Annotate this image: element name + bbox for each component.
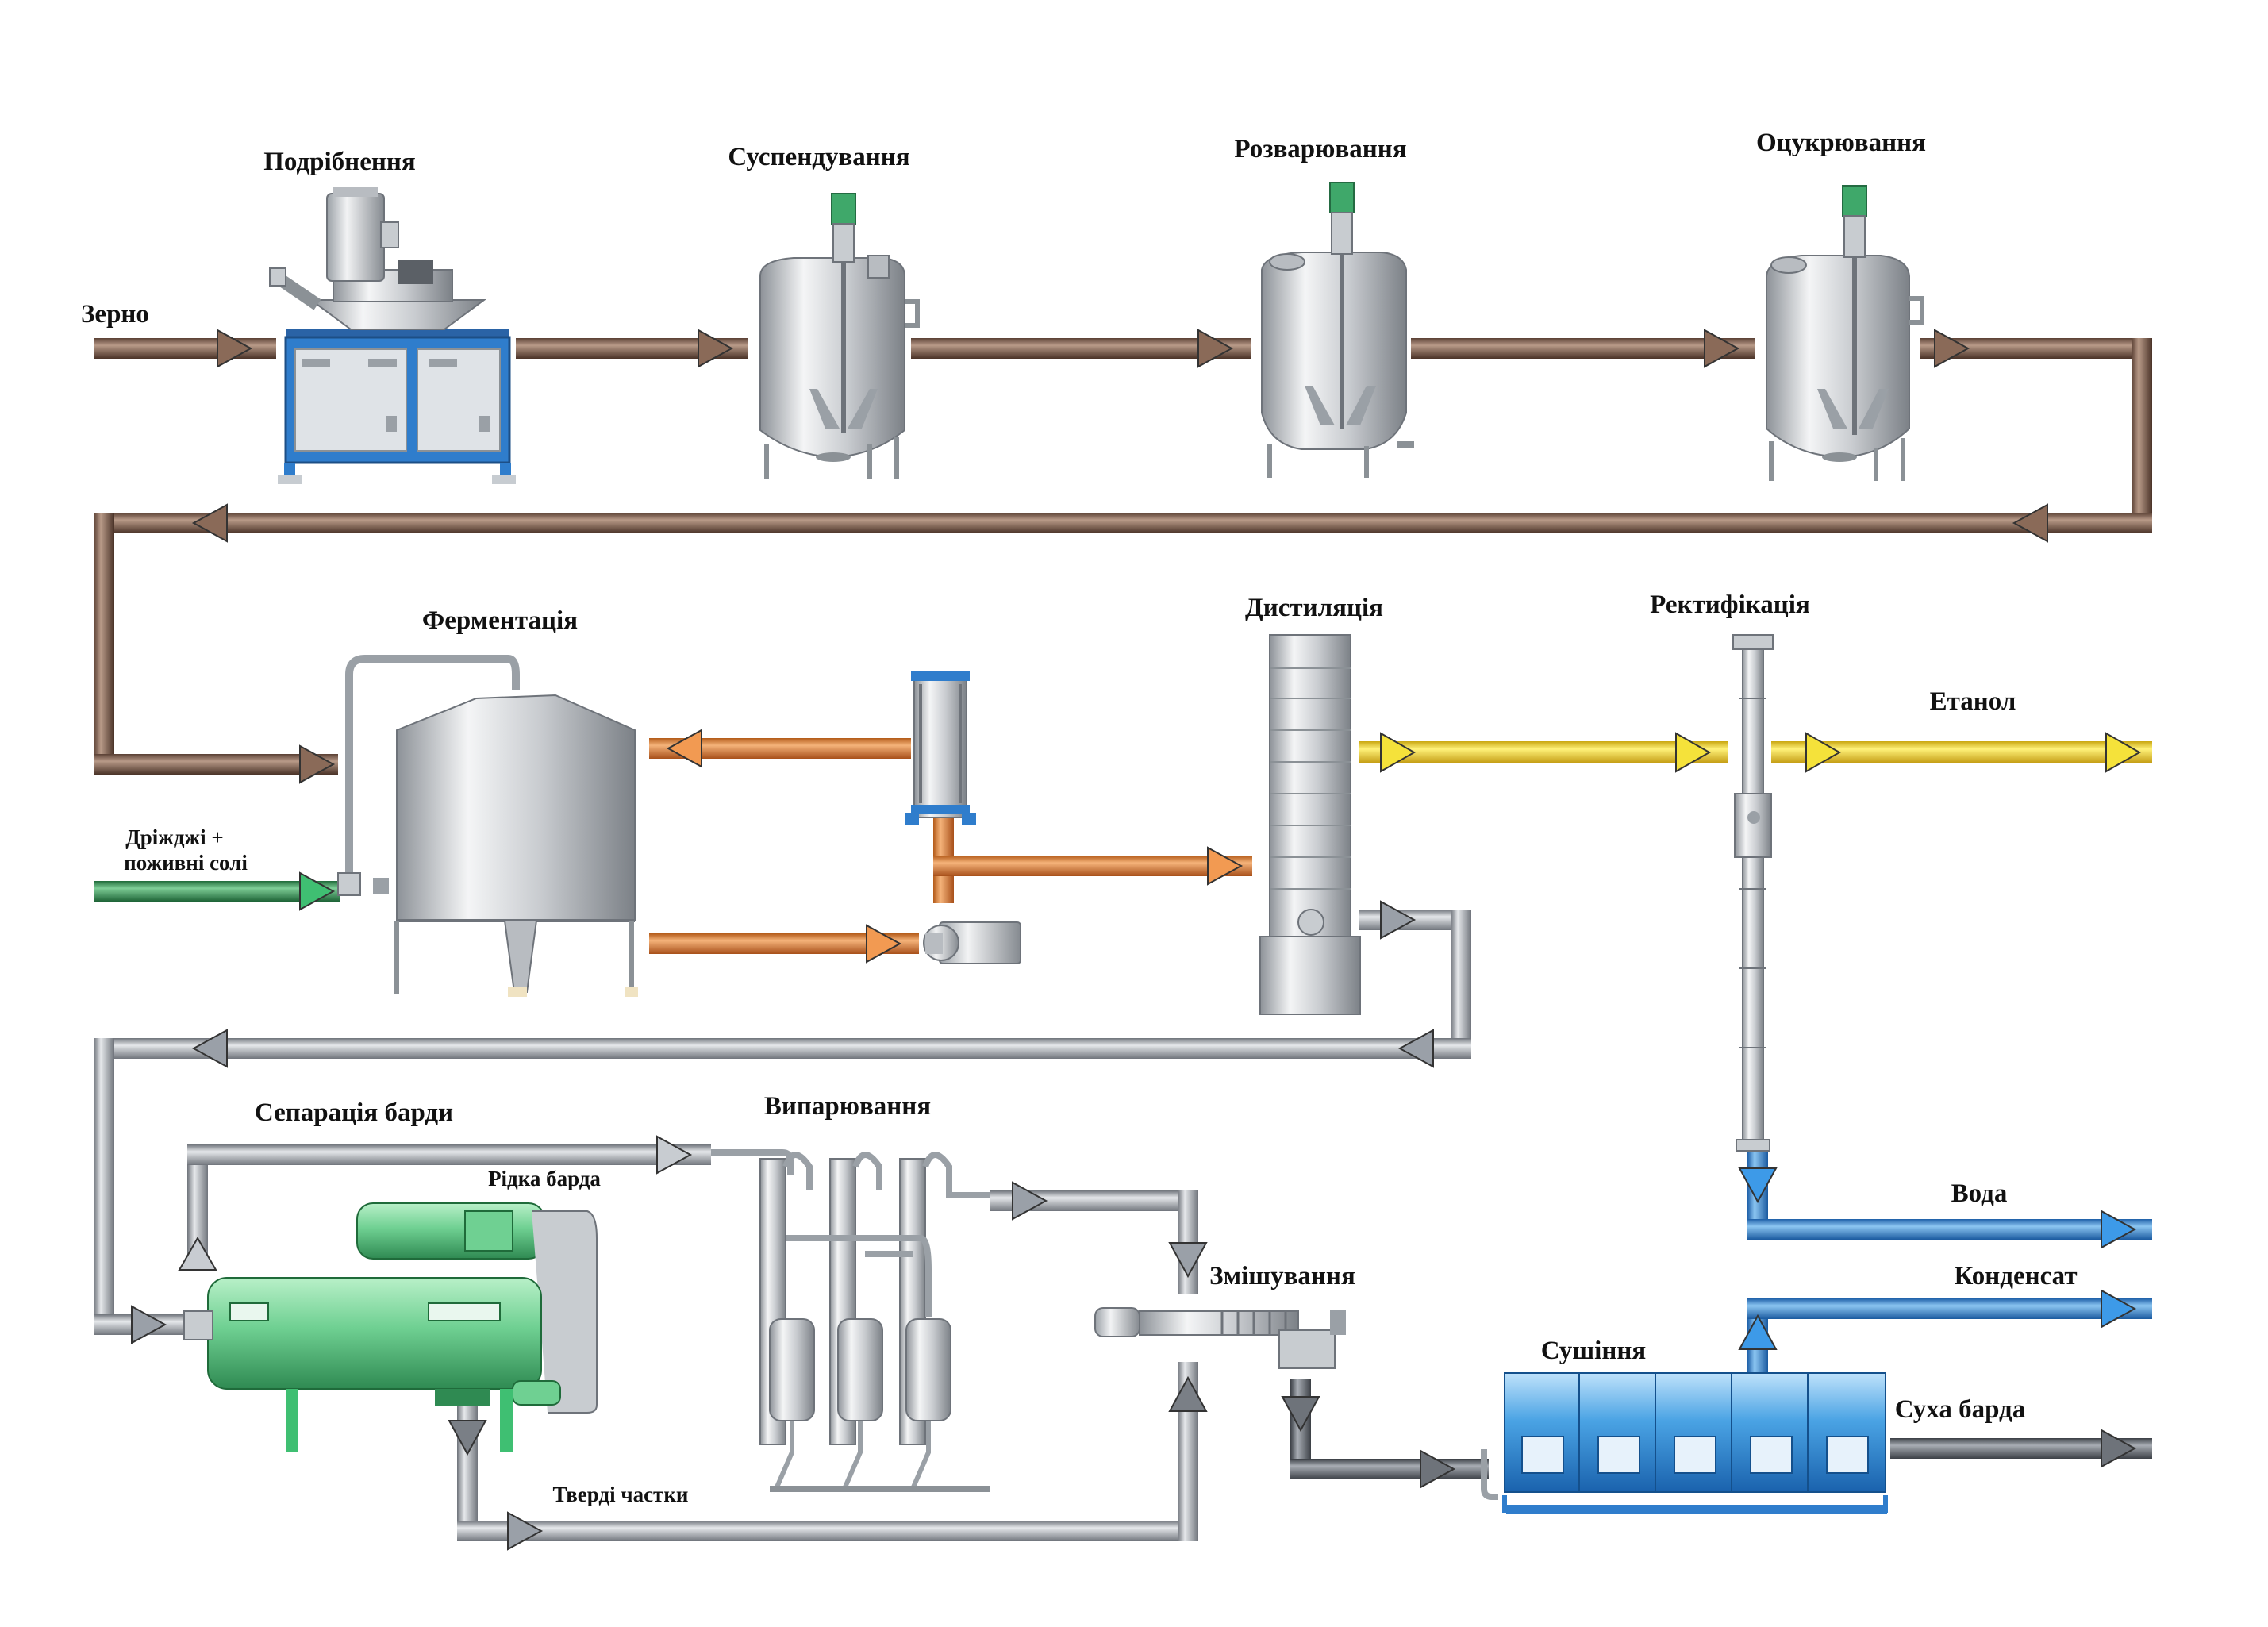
label-mixing: Змішування: [1209, 1262, 1355, 1290]
label-water: Вода: [1951, 1179, 2008, 1208]
label-dry-stillage: Суха барда: [1895, 1395, 2025, 1424]
pipe-distillation-to-rectification: [1359, 741, 1728, 763]
cooking-tank: [1261, 182, 1414, 478]
arrow-blue-condensate: [2101, 1289, 2137, 1329]
arrow-dark-to-dryer: [1420, 1449, 1456, 1489]
arrow-grey-to-decanter: [131, 1305, 167, 1344]
pipe-solids: [457, 1521, 1198, 1541]
label-evaporation: Випарювання: [764, 1092, 931, 1121]
arrow-grey-distillation: [1380, 900, 1417, 940]
label-liquid-stillage: Рідка барда: [488, 1167, 601, 1190]
arrow-dark-mixer-down: [1281, 1396, 1320, 1433]
heat-exchanger: [905, 671, 976, 825]
pipe-yeast: [94, 881, 340, 902]
pipe-stillage-left-down: [94, 1038, 114, 1335]
labels: Подрібнення Суспендування Розварювання О…: [81, 129, 2078, 1506]
arrow-orange-to-pump: [866, 924, 902, 964]
pipe-return-row: [94, 513, 2152, 533]
suspension-tank: [759, 193, 920, 479]
label-suspension: Суспендування: [728, 143, 909, 171]
label-yeast-line1: Дріжджі +: [125, 825, 224, 849]
pipe-stillage-return: [94, 1038, 1471, 1059]
arrow-grey-solids: [507, 1511, 544, 1551]
label-fermentation: Ферментація: [422, 606, 578, 635]
arrow-brown-to-fermenter: [299, 744, 336, 784]
pipe-stillage-right-down: [1451, 910, 1471, 1059]
arrow-blue-water: [2101, 1210, 2137, 1249]
dryer-unit: [1481, 1372, 1888, 1514]
pipe-mixer-to-dryer: [1290, 1459, 1489, 1479]
label-rectification: Ректифікація: [1650, 590, 1810, 619]
arrow-blue-down: [1738, 1167, 1778, 1204]
pipe-liquid-stillage: [187, 1144, 711, 1165]
arrow-orange-to-fermenter: [666, 729, 702, 768]
arrow-orange-to-distillation: [1207, 846, 1244, 886]
arrow-grey-liquid-up: [178, 1236, 217, 1271]
label-saccharification: Оцукрювання: [1756, 129, 1926, 157]
arrow-brown-return-2: [191, 503, 228, 543]
pipe-hx-to-distillation: [933, 856, 1252, 876]
pipe-water: [1747, 1219, 2152, 1240]
label-grain: Зерно: [81, 300, 149, 329]
mixer-screw: [1094, 1307, 1346, 1369]
pipe-cooking-to-saccharification: [1411, 338, 1755, 359]
flow-arrows: [131, 329, 2142, 1551]
pipe-condensate: [1747, 1298, 2152, 1319]
decanter-centrifuge: [183, 1202, 598, 1452]
arrow-brown-5: [1934, 329, 1970, 368]
arrow-brown-4: [1704, 329, 1740, 368]
pipe-left-down: [94, 513, 114, 775]
arrow-dark-dry-stillage: [2101, 1429, 2137, 1468]
fermenter-tank: [337, 655, 638, 997]
arrow-yellow-1: [1380, 732, 1417, 773]
pump: [923, 921, 1021, 964]
label-condensate: Конденсат: [1954, 1262, 2077, 1290]
arrow-grey-evap-down: [1168, 1242, 1208, 1279]
rectification-column: [1732, 634, 1774, 1152]
grinder-mill: [269, 187, 516, 484]
arrow-brown-3: [1197, 329, 1234, 368]
pipe-to-fermenter: [94, 754, 338, 775]
evaporator-set: [711, 1149, 990, 1492]
arrow-grey-liquid-stillage: [656, 1135, 693, 1175]
arrow-grey-solids-up: [1168, 1375, 1208, 1412]
saccharification-tank: [1766, 185, 1924, 481]
label-stillage-separation: Сепарація барди: [255, 1098, 453, 1127]
arrow-brown-return-1: [2012, 503, 2048, 543]
label-grinding: Подрібнення: [263, 148, 415, 176]
arrow-blue-up: [1738, 1314, 1778, 1350]
arrow-yellow-3: [1805, 732, 1842, 773]
label-cooking: Розварювання: [1234, 135, 1406, 163]
label-distillation: Дистиляція: [1245, 594, 1383, 622]
arrow-yellow-2: [1675, 732, 1712, 773]
pipe-suspension-to-cooking: [911, 338, 1251, 359]
arrow-grey-solids-down: [448, 1420, 487, 1456]
arrow-brown-2: [698, 329, 734, 368]
label-solids: Тверді частки: [553, 1483, 689, 1506]
arrow-grain-in: [217, 329, 253, 368]
label-yeast-line2: поживні солі: [124, 851, 248, 875]
label-ethanol: Етанол: [1930, 687, 2016, 716]
label-drying: Сушіння: [1541, 1337, 1646, 1365]
distillation-column: [1259, 634, 1361, 1015]
arrow-grey-evap-out: [1012, 1181, 1048, 1221]
arrow-yeast: [299, 871, 336, 911]
pipe-right-down: [2132, 338, 2152, 533]
arrow-yellow-ethanol: [2105, 732, 2142, 773]
arrow-grey-return-2: [191, 1029, 228, 1068]
arrow-grey-return-1: [1397, 1029, 1434, 1068]
